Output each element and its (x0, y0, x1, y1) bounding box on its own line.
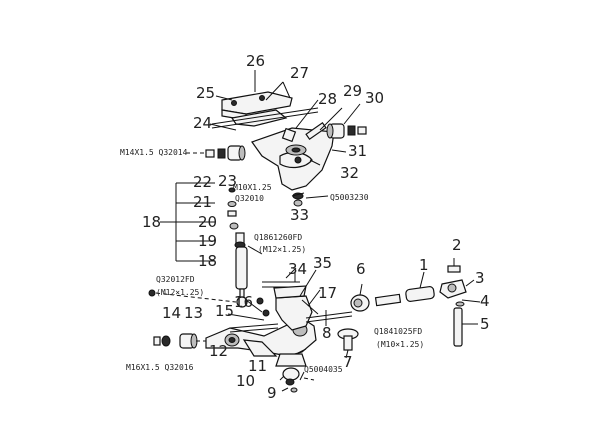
callout-17: 17 (318, 284, 337, 302)
callout-14: 14 (162, 304, 181, 322)
callout-18-bracket: 18 (142, 213, 161, 231)
callout-10: 10 (236, 372, 255, 390)
upper-arm-bushing-right (326, 123, 367, 139)
spec-m10: M10X1.25 (233, 183, 272, 192)
callout-1: 1 (419, 256, 429, 274)
spec-m16: M16X1.5 Q32016 (126, 363, 194, 372)
callout-4: 4 (480, 292, 490, 310)
shock-absorber-group (160, 182, 300, 308)
tie-rod-adjuster (374, 271, 435, 307)
callout-33: 33 (290, 206, 309, 224)
upper-arm-nut (292, 192, 304, 207)
callout-12: 12 (209, 342, 228, 360)
callout-21: 21 (193, 193, 212, 211)
callout-29: 29 (343, 82, 362, 100)
ball-joint (275, 353, 307, 393)
tie-rod-pin (453, 307, 478, 347)
lower-arm-bracket (273, 285, 313, 331)
fasteners (148, 289, 315, 381)
spec-q5004035: Q5004035 (304, 365, 343, 374)
upper-arm-bushing-left (205, 145, 246, 161)
callout-numbers: 1 2 3 4 5 6 7 8 9 10 11 12 13 14 15 16 1… (142, 52, 490, 402)
shock-absorber (234, 232, 248, 308)
spec-q32012fd: Q32012FD (156, 275, 195, 284)
callout-3: 3 (475, 269, 485, 287)
callout-9: 9 (267, 384, 277, 402)
callout-16: 16 (234, 293, 253, 311)
spec-q1861260fd: Q1861260FD (254, 233, 302, 242)
spec-m12-lower: (M12×1.25) (156, 288, 204, 297)
upper-arm-bolt (281, 121, 327, 143)
callout-18-shock: 18 (198, 252, 217, 270)
spec-q1841025fd: Q1841025FD (374, 327, 422, 336)
upper-control-arm (251, 127, 335, 191)
callout-11: 11 (248, 357, 267, 375)
callout-5: 5 (480, 315, 490, 333)
callout-32: 32 (340, 164, 359, 182)
spec-m12-upper: (M12×1.25) (258, 245, 306, 254)
spec-q5003230: Q5003230 (330, 193, 369, 202)
spec-q32010: Q32010 (235, 194, 264, 203)
steering-ball-stud (325, 310, 359, 359)
callout-31: 31 (348, 142, 367, 160)
spec-m10-lower: (M10×1.25) (376, 340, 424, 349)
callout-35: 35 (313, 254, 332, 272)
callout-34: 34 (288, 260, 307, 278)
callout-2: 2 (452, 236, 462, 254)
callout-24: 24 (193, 114, 212, 132)
callout-8: 8 (322, 324, 332, 342)
callout-26: 26 (246, 52, 265, 70)
callout-13: 13 (184, 304, 203, 322)
callout-27: 27 (290, 64, 309, 82)
spec-labels: M14X1.5 Q32014 M10X1.25 Q32010 Q5003230 … (120, 148, 424, 374)
callout-15: 15 (215, 302, 234, 320)
tie-rod-clamp (439, 258, 475, 299)
callout-7: 7 (343, 353, 353, 371)
callout-25: 25 (196, 84, 215, 102)
callout-30: 30 (365, 89, 384, 107)
callout-19: 19 (198, 232, 217, 250)
callout-6: 6 (356, 260, 366, 278)
callout-28: 28 (318, 90, 337, 108)
lower-arm-bushing (153, 333, 198, 349)
callout-23: 23 (218, 172, 237, 190)
callout-20: 20 (198, 213, 217, 231)
upper-arm-bracket (221, 91, 293, 127)
upper-arm-assembly (186, 70, 367, 207)
tie-rod-end-left (350, 283, 370, 312)
lower-arm-assembly (153, 269, 321, 393)
tie-rod-assembly (305, 258, 481, 359)
callout-22: 22 (193, 173, 212, 191)
spec-m14: M14X1.5 Q32014 (120, 148, 188, 157)
upper-arm-shaft (211, 107, 319, 129)
